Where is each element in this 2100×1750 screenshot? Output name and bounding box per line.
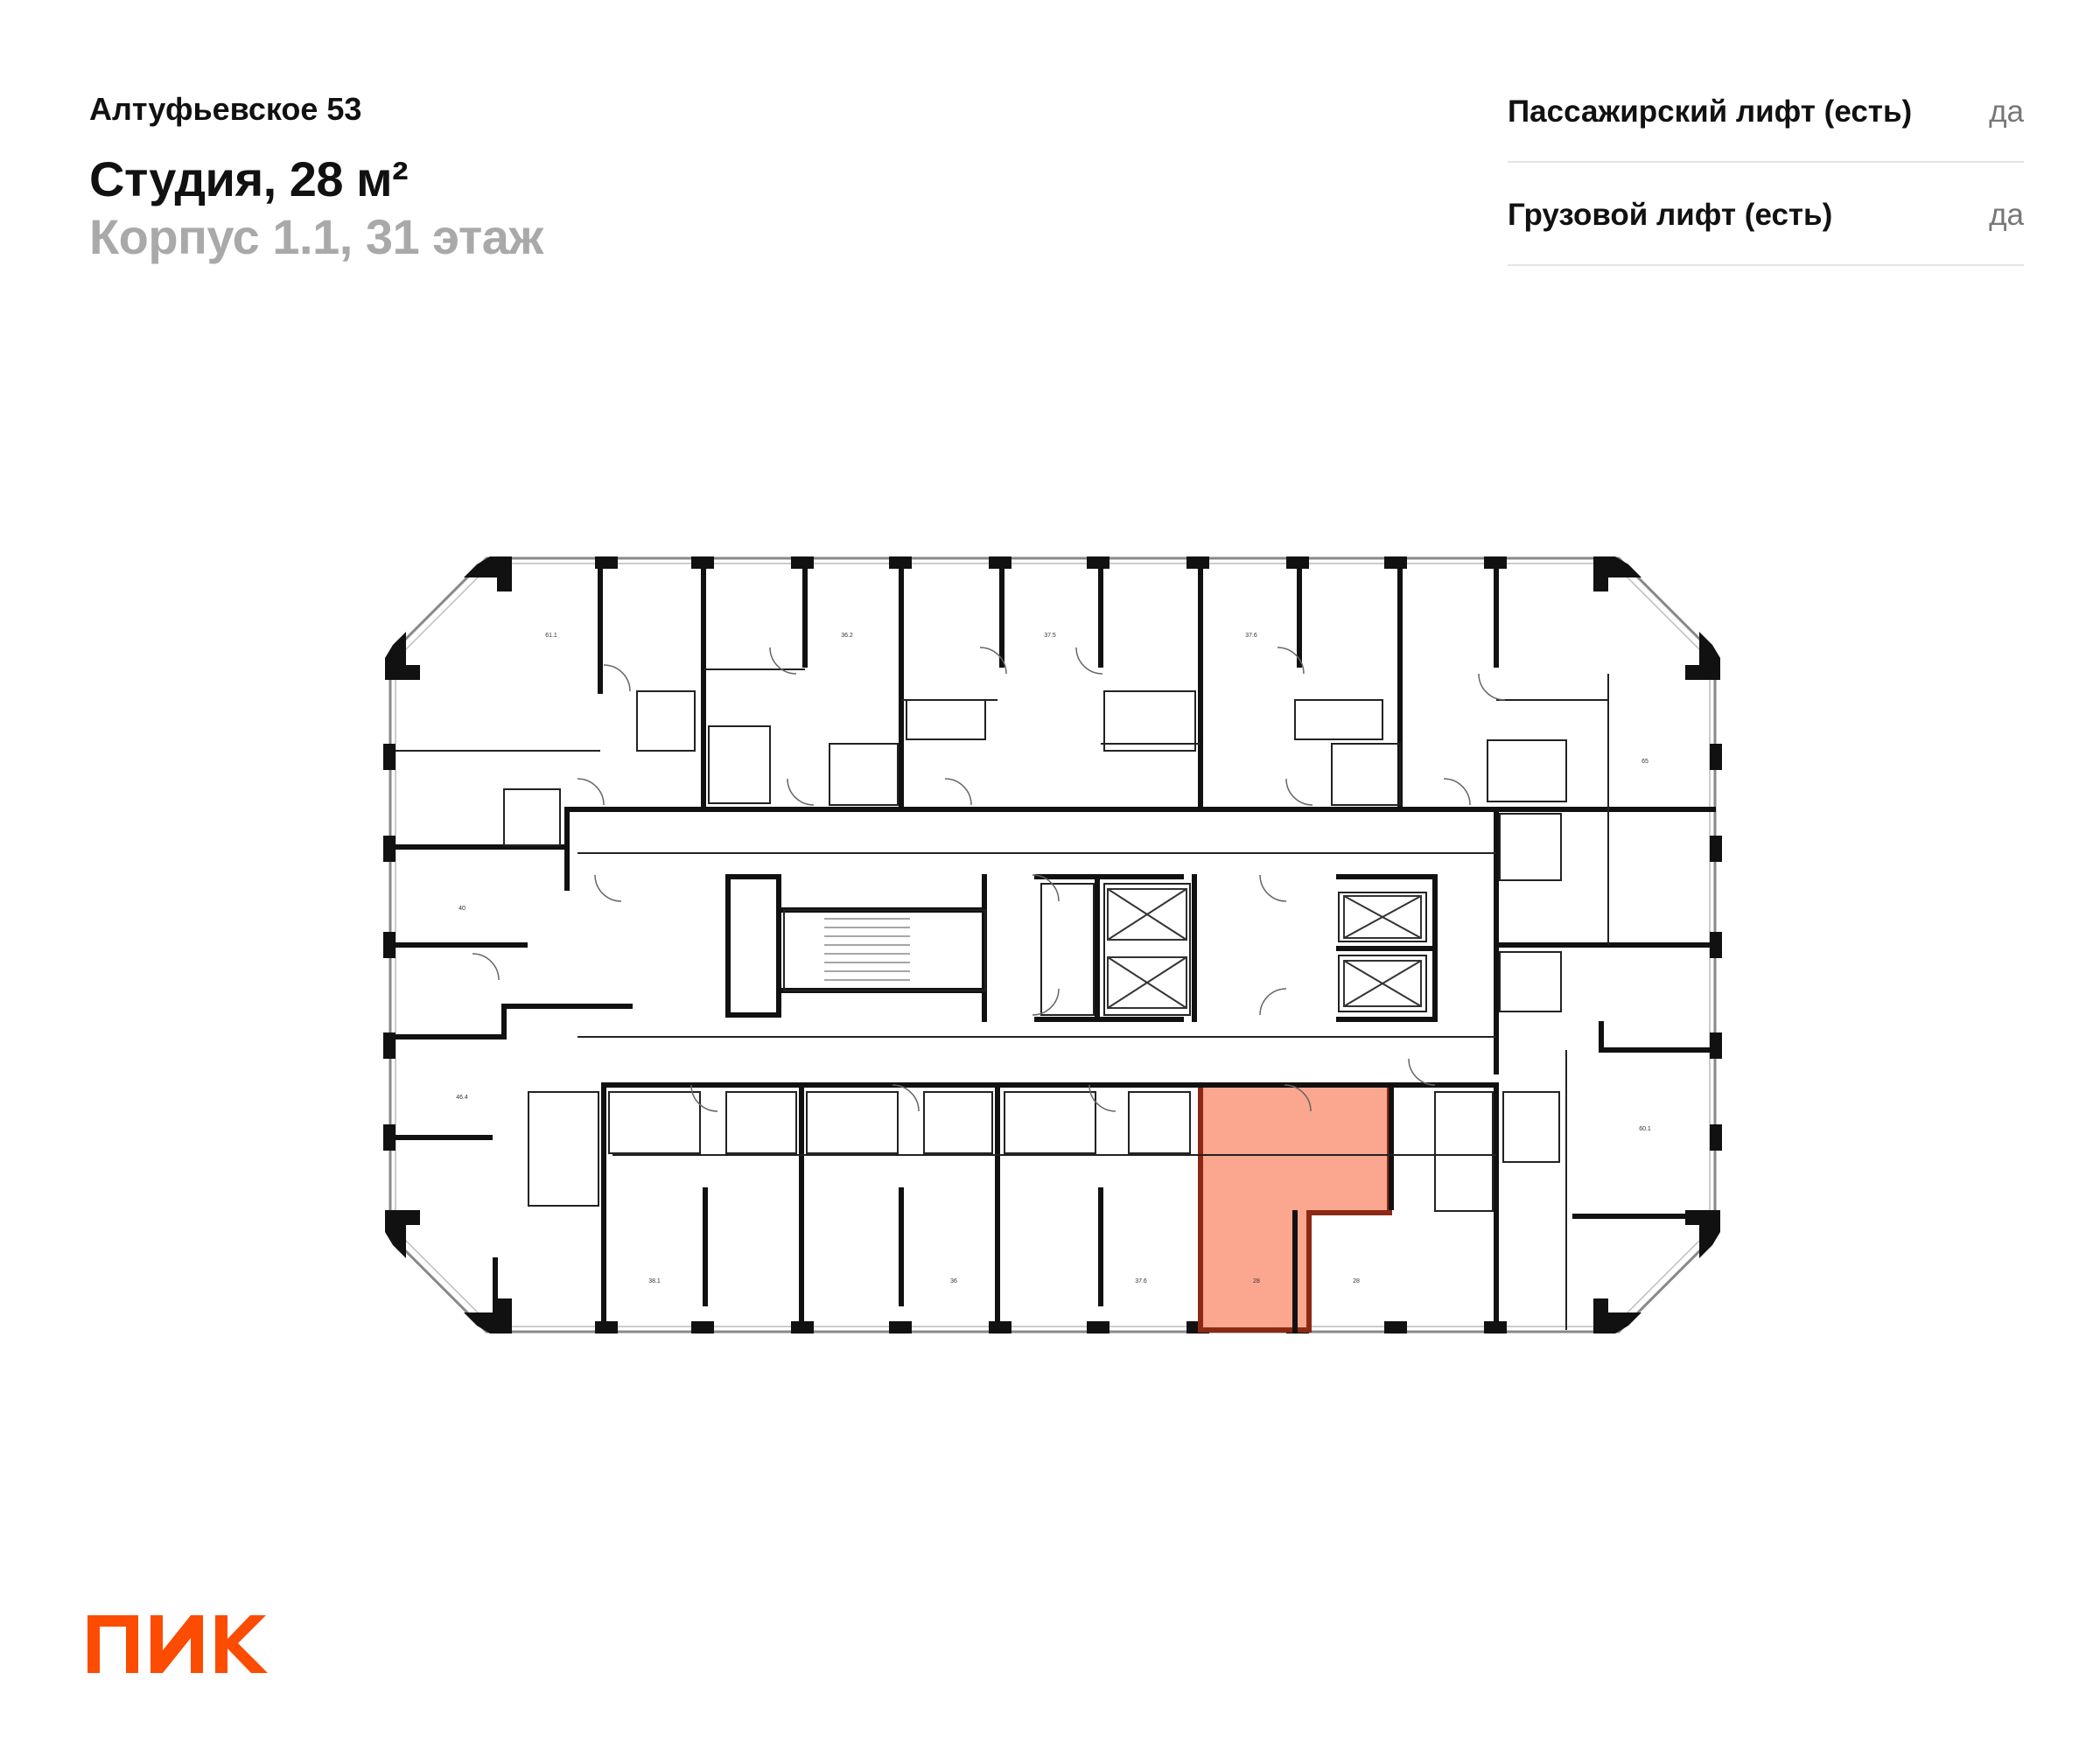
interior-lines: [396, 668, 1609, 1330]
elevator-shafts: [1107, 888, 1422, 1009]
feature-passenger-lift: Пассажирский лифт (есть) да: [1508, 60, 2024, 163]
area-label: 37.5: [1044, 633, 1056, 639]
corner-pylons: [385, 556, 1720, 1334]
walls: [393, 566, 1716, 1333]
feature-value: да: [1989, 94, 2024, 129]
floor-plan: 61.1 36.2 37.5 37.6 65 40 46.4 60.1 38.1…: [368, 542, 1732, 1365]
feature-label: Пассажирский лифт (есть): [1508, 94, 1913, 129]
area-label: 28: [1353, 1278, 1360, 1284]
area-label: 46.4: [456, 1095, 468, 1101]
area-label: 36: [950, 1278, 957, 1284]
area-label: 38.1: [648, 1278, 661, 1284]
feature-value: да: [1989, 198, 2024, 232]
pik-logo: [88, 1615, 268, 1673]
area-label: 60.1: [1639, 1126, 1651, 1132]
area-label: 65: [1642, 759, 1648, 765]
area-label: 37.6: [1135, 1278, 1147, 1284]
area-label: 37.6: [1245, 633, 1257, 639]
area-label: 40: [458, 906, 466, 912]
room-area-labels: 61.1 36.2 37.5 37.6 65 40 46.4 60.1 38.1…: [456, 633, 1651, 1284]
features-list: Пассажирский лифт (есть) да Грузовой лиф…: [1508, 60, 2024, 266]
area-label: 28: [1253, 1278, 1260, 1284]
unit-location: Корпус 1.1, 31 этаж: [89, 209, 543, 264]
project-name: Алтуфьевское 53: [89, 91, 362, 127]
unit-title: Студия, 28 м²: [89, 151, 409, 206]
feature-label: Грузовой лифт (есть): [1508, 198, 1833, 232]
area-label: 36.2: [841, 633, 853, 639]
feature-freight-lift: Грузовой лифт (есть) да: [1508, 163, 2024, 266]
floor-plan-drawing: 61.1 36.2 37.5 37.6 65 40 46.4 60.1 38.1…: [383, 556, 1722, 1334]
stairwell: [824, 918, 910, 981]
doors: [472, 647, 1506, 1112]
area-label: 61.1: [545, 633, 557, 639]
